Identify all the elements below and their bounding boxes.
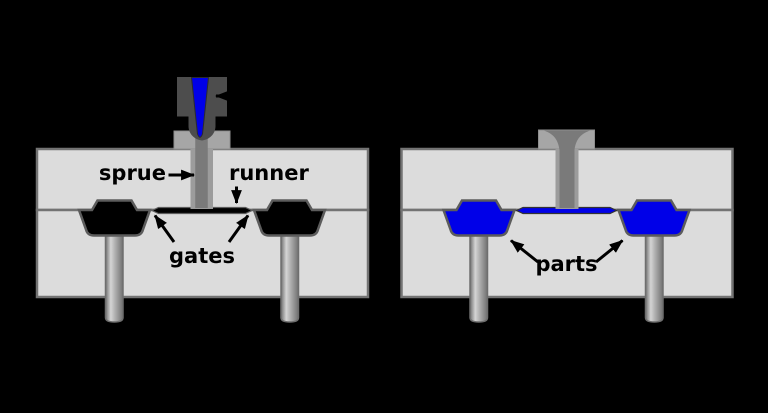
ejector-pin-right <box>280 232 300 323</box>
parts-label: parts <box>535 252 597 276</box>
sprue-channel <box>195 133 208 208</box>
runner-channel <box>150 206 254 215</box>
ejector-pin-left <box>104 232 124 323</box>
gates-label: gates <box>169 244 235 268</box>
mold-cavity-left <box>77 199 152 237</box>
gates-arrow-left <box>153 214 176 243</box>
molded-part-left <box>441 199 517 237</box>
molded-part-right <box>616 199 692 237</box>
mold-cavity-right <box>252 199 327 237</box>
mold-filled-diagram: parts <box>400 129 734 323</box>
parts-arrow-right <box>595 239 624 264</box>
molten-plastic-in-nozzle <box>190 77 210 138</box>
ejector-pin-right <box>644 232 664 323</box>
runner-label: runner <box>229 161 309 185</box>
mold-closed-diagram: sprue runner gates <box>35 77 370 323</box>
parts-arrow-left <box>510 239 539 264</box>
filled-runner <box>515 206 618 215</box>
sprue-label: sprue <box>99 161 166 185</box>
sprue-funnel-channel <box>544 130 590 208</box>
gates-arrow-right <box>227 214 250 243</box>
ejector-pin-left <box>469 232 489 323</box>
